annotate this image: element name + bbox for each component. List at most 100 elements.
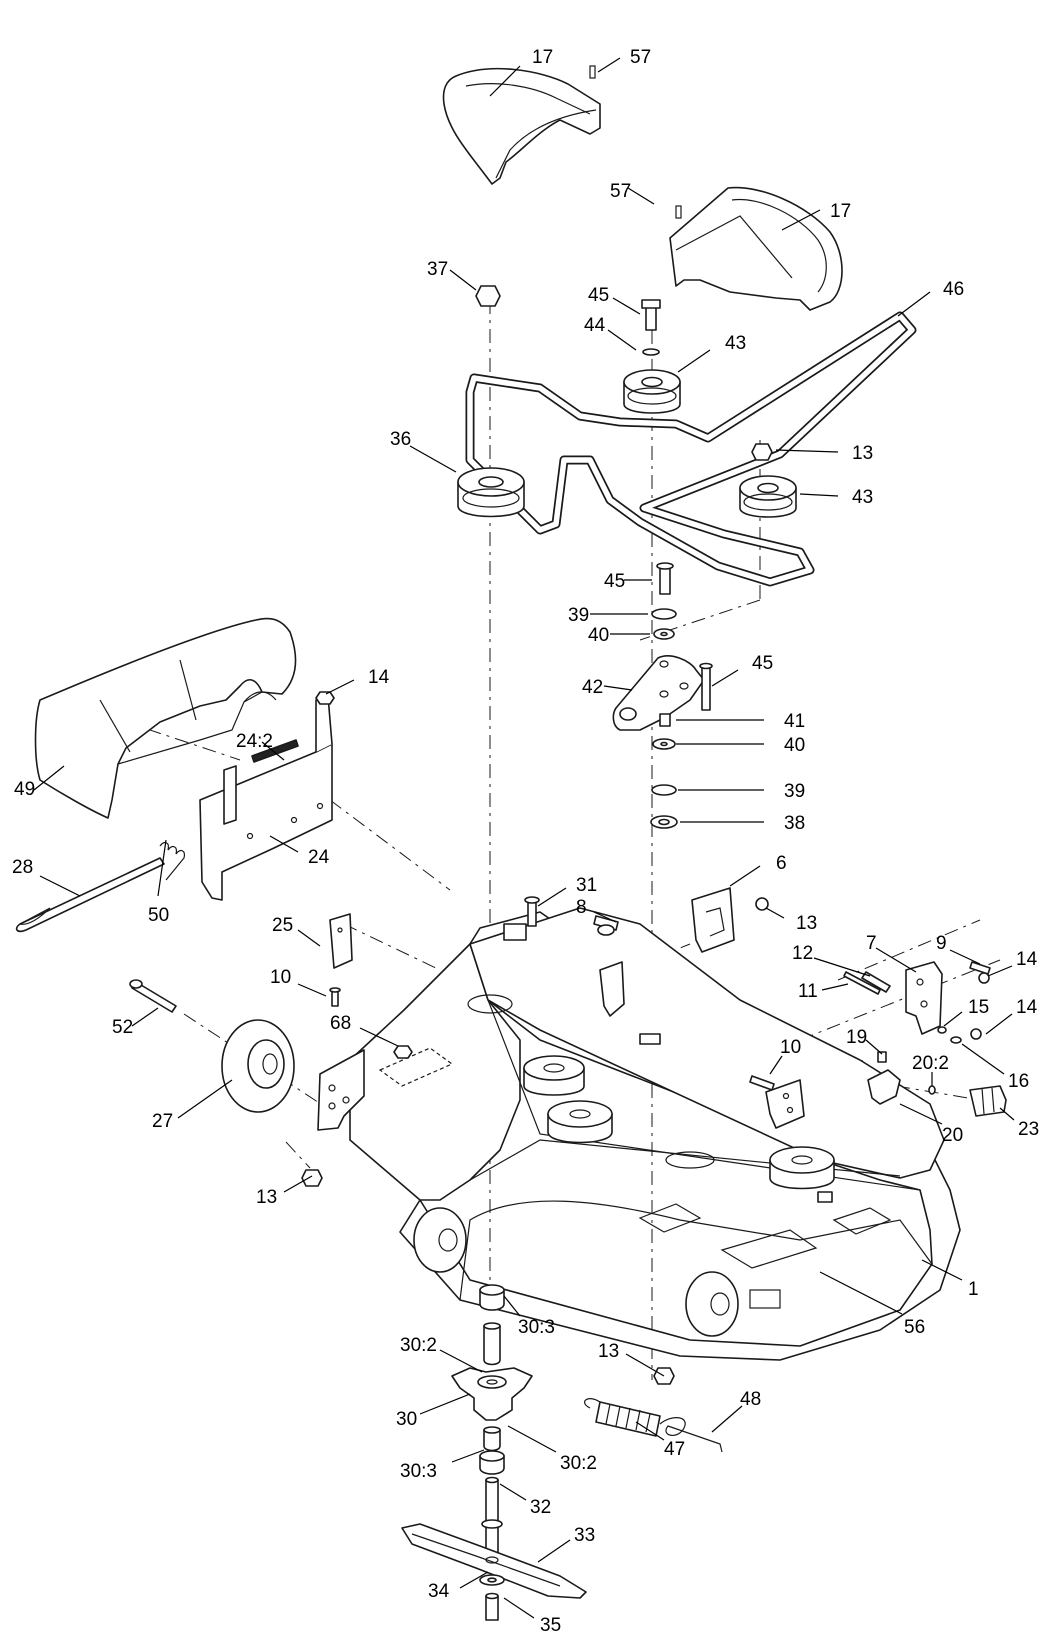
callout-label: 42 bbox=[582, 677, 603, 698]
callout-leader-line bbox=[537, 1539, 571, 1563]
callout-label: 34 bbox=[428, 1581, 450, 1602]
elbow-fitting-20 bbox=[867, 1069, 901, 1105]
callout-label: 17 bbox=[532, 47, 553, 68]
callout-leader-line bbox=[297, 929, 321, 947]
nut-13-bracket bbox=[755, 897, 769, 911]
spindle-shaft-32 bbox=[481, 1476, 503, 1557]
callout-label: 27 bbox=[152, 1111, 173, 1132]
callout-20-47: 20 bbox=[899, 1103, 963, 1146]
idler-spacer-stack bbox=[650, 713, 678, 829]
hex-nut-14-chute bbox=[315, 691, 335, 705]
hose-coupler-23 bbox=[969, 1085, 1007, 1117]
callout-30-3-51: 30:3 bbox=[503, 1295, 555, 1338]
callout-8-29: 8 bbox=[576, 897, 617, 923]
callout-44-7: 44 bbox=[584, 315, 637, 351]
callout-49-21: 49 bbox=[14, 765, 65, 800]
callout-label: 7 bbox=[866, 933, 877, 954]
callout-label: 15 bbox=[968, 997, 989, 1018]
callout-36-9: 36 bbox=[390, 429, 457, 473]
callout-30-2-58: 30:2 bbox=[507, 1425, 597, 1474]
deck-side-bracket bbox=[317, 1049, 365, 1131]
callout-39-22: 39 bbox=[678, 781, 805, 802]
callout-leader-line bbox=[987, 965, 1013, 977]
callout-45-15: 45 bbox=[711, 653, 773, 687]
bolt-31 bbox=[524, 896, 540, 927]
callout-leader-line bbox=[261, 741, 285, 761]
callout-20-2-44: 20:2 bbox=[912, 1053, 949, 1086]
callout-label: 30:2 bbox=[400, 1335, 437, 1356]
callout-label: 49 bbox=[14, 779, 35, 800]
belt-shield-left bbox=[442, 65, 601, 185]
callout-50-27: 50 bbox=[148, 839, 169, 926]
callout-leader-line bbox=[607, 329, 637, 351]
callout-39-13: 39 bbox=[568, 605, 648, 626]
spindle-spacer-30-2-lower bbox=[483, 1426, 501, 1452]
callout-leader-line bbox=[999, 1107, 1015, 1121]
callout-13-30: 13 bbox=[765, 907, 817, 934]
callout-34-62: 34 bbox=[428, 1571, 489, 1602]
callout-label: 43 bbox=[725, 333, 746, 354]
callout-label: 28 bbox=[12, 857, 33, 878]
callout-38-23: 38 bbox=[680, 813, 805, 834]
callout-57-1: 57 bbox=[597, 47, 651, 73]
callout-label: 30:3 bbox=[400, 1461, 437, 1482]
callout-leader-line bbox=[799, 493, 839, 497]
callout-24-2-20: 24:2 bbox=[236, 731, 285, 761]
idler-bolt-stack bbox=[651, 562, 677, 640]
callout-leader-line bbox=[157, 839, 167, 897]
callout-43-11: 43 bbox=[799, 487, 873, 508]
callout-label: 39 bbox=[784, 781, 805, 802]
callout-leader-line bbox=[627, 187, 655, 205]
callout-label: 23 bbox=[1018, 1119, 1039, 1140]
callout-42-16: 42 bbox=[582, 677, 633, 698]
callout-33-61: 33 bbox=[537, 1525, 595, 1563]
callout-leader-line bbox=[819, 1271, 903, 1315]
callout-12-34: 12 bbox=[792, 943, 871, 977]
callout-label: 10 bbox=[270, 967, 291, 988]
callout-25-31: 25 bbox=[272, 915, 321, 947]
callout-label: 37 bbox=[427, 259, 448, 280]
callout-leader-line bbox=[711, 1405, 743, 1433]
bolt-10-left bbox=[329, 987, 341, 1007]
callout-37-4: 37 bbox=[427, 259, 477, 291]
callout-label: 14 bbox=[368, 667, 390, 688]
callout-16-45: 16 bbox=[961, 1043, 1029, 1092]
idler-pulley-upper bbox=[623, 299, 681, 414]
callout-label: 32 bbox=[530, 1497, 551, 1518]
callout-7-32: 7 bbox=[866, 933, 917, 973]
callout-label: 12 bbox=[792, 943, 813, 964]
callout-56-53: 56 bbox=[819, 1271, 925, 1338]
discharge-chute bbox=[34, 617, 297, 819]
callout-leader-line bbox=[499, 1483, 527, 1501]
callout-leader-line bbox=[269, 835, 299, 853]
callout-leader-line bbox=[821, 983, 849, 991]
callout-14-35: 14 bbox=[987, 949, 1038, 977]
callout-label: 14 bbox=[1016, 949, 1038, 970]
callout-leader-line bbox=[961, 1043, 1005, 1075]
callout-46-5: 46 bbox=[897, 279, 964, 317]
chute-rod bbox=[15, 857, 165, 933]
callout-14-17: 14 bbox=[325, 667, 390, 695]
callout-leader-line bbox=[297, 983, 327, 997]
callout-30-56: 30 bbox=[396, 1393, 471, 1430]
callout-label: 56 bbox=[904, 1317, 925, 1338]
callout-label: 13 bbox=[852, 443, 873, 464]
callout-leader-line bbox=[359, 1027, 399, 1047]
callout-label: 1 bbox=[968, 1279, 979, 1300]
chute-decal bbox=[251, 739, 299, 763]
callout-label: 33 bbox=[574, 1525, 595, 1546]
callout-label: 30 bbox=[396, 1409, 417, 1430]
spindle-spacer-30-2-upper bbox=[483, 1322, 501, 1366]
callout-label: 8 bbox=[576, 897, 587, 918]
chute-mount-bracket bbox=[199, 695, 333, 901]
callout-leader-line bbox=[603, 685, 633, 691]
callout-13-10: 13 bbox=[775, 443, 873, 464]
callout-label: 30:3 bbox=[518, 1317, 555, 1338]
wheel-axle-pin bbox=[129, 979, 177, 1013]
callout-leader-line bbox=[775, 449, 839, 453]
callout-14-39: 14 bbox=[985, 997, 1038, 1035]
callout-label: 9 bbox=[936, 933, 947, 954]
callout-32-60: 32 bbox=[499, 1483, 551, 1518]
